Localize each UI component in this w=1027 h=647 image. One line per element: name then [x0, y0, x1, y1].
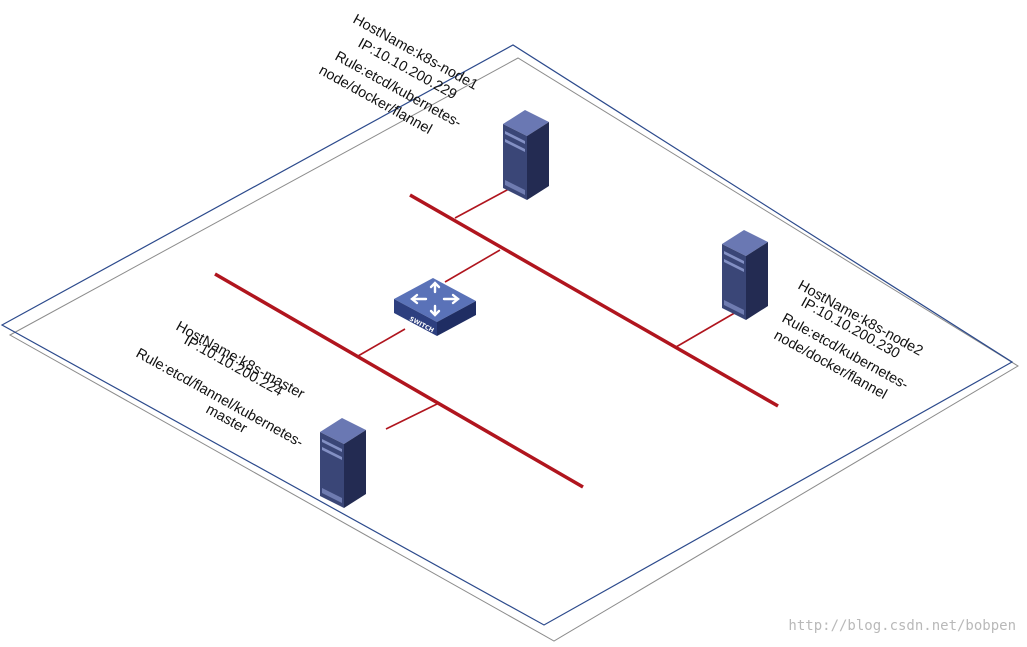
- floor-plane: [0, 44, 1019, 642]
- server-master[interactable]: [320, 418, 366, 508]
- server-node1[interactable]: [503, 110, 549, 200]
- switch-arrows-icon: [410, 281, 460, 317]
- network-links: [214, 182, 779, 489]
- bus-line-lower: [214, 272, 584, 489]
- link-node2-bus: [675, 310, 739, 348]
- link-switch-upper: [444, 249, 501, 283]
- bus-line-upper: [409, 193, 779, 408]
- plane-outline: [0, 44, 1014, 626]
- watermark: http://blog.csdn.net/bobpen: [788, 618, 1016, 634]
- server-node2[interactable]: [722, 230, 768, 320]
- switch-icon: SWITCH: [394, 278, 476, 336]
- network-switch[interactable]: SWITCH: [394, 278, 476, 336]
- label-master: HostName:k8s-master IP:10.10.200.224 Rul…: [133, 319, 307, 452]
- link-switch-lower: [357, 328, 406, 357]
- server-icon: [503, 110, 549, 200]
- label-node1: HostName:k8s-node1 IP:10.10.200.229 Rule…: [316, 12, 480, 138]
- server-icon: [320, 418, 366, 508]
- label-node2: HostName:k8s-node2 IP:10.10.200.230 Rule…: [771, 278, 925, 403]
- server-icon: [722, 230, 768, 320]
- plane-shadow: [8, 57, 1019, 642]
- link-master-bus: [385, 403, 438, 430]
